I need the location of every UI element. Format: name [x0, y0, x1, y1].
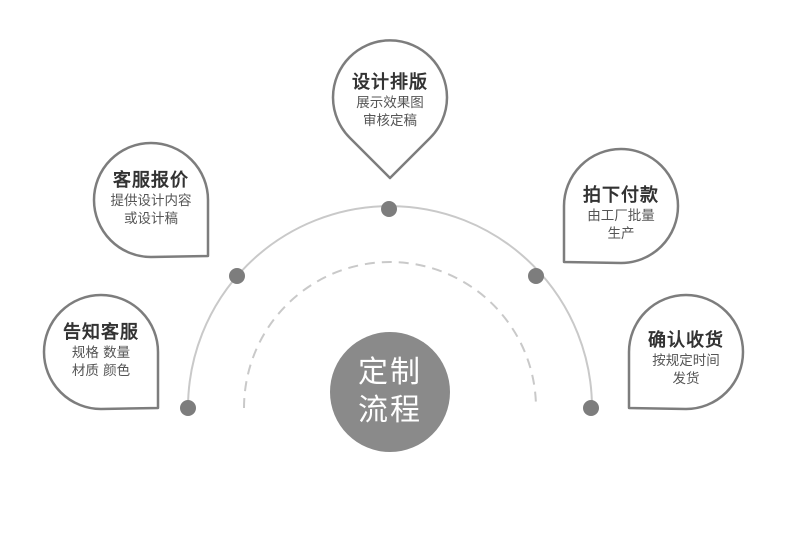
node-dot-4	[528, 268, 544, 284]
step-3-text: 设计排版 展示效果图 审核定稿	[333, 72, 447, 130]
step-1-title: 告知客服	[63, 322, 139, 343]
center-line1: 定制	[358, 355, 422, 390]
step-3-line1: 展示效果图	[356, 95, 424, 111]
bubble-step-1	[42, 293, 160, 411]
node-dot-3	[381, 201, 397, 217]
step-4-line1: 由工厂批量	[587, 208, 655, 224]
step-2-line2: 或设计稿	[124, 211, 178, 227]
node-dot-2	[229, 268, 245, 284]
node-dot-1	[180, 400, 196, 416]
node-dot-5	[583, 400, 599, 416]
step-5-line2: 发货	[672, 371, 700, 387]
bubble-step-4	[562, 147, 680, 265]
step-2-line1: 提供设计内容	[110, 193, 192, 209]
bubble-step-2	[92, 141, 210, 259]
step-1-text: 告知客服 规格 数量 材质 颜色	[44, 322, 158, 380]
step-5-text: 确认收货 按规定时间 发货	[629, 330, 743, 388]
center-circle	[330, 332, 450, 452]
bubble-step-5	[627, 293, 745, 411]
step-4-line2: 生产	[607, 226, 635, 242]
step-2-text: 客服报价 提供设计内容 或设计稿	[92, 170, 210, 228]
step-1-line1: 规格 数量	[71, 345, 131, 361]
step-3-title: 设计排版	[352, 72, 428, 93]
center-label: 定制 流程	[331, 333, 449, 451]
step-4-title: 拍下付款	[583, 185, 659, 206]
step-4-text: 拍下付款 由工厂批量 生产	[564, 185, 678, 243]
step-3-line2: 审核定稿	[363, 113, 417, 129]
center-line2: 流程	[358, 393, 422, 428]
step-5-line1: 按规定时间	[652, 353, 720, 369]
step-5-title: 确认收货	[648, 330, 724, 351]
step-1-line2: 材质 颜色	[71, 363, 131, 379]
step-2-title: 客服报价	[113, 170, 189, 191]
inner-dashed-arc	[243, 261, 537, 409]
bubble-step-3	[331, 39, 449, 180]
